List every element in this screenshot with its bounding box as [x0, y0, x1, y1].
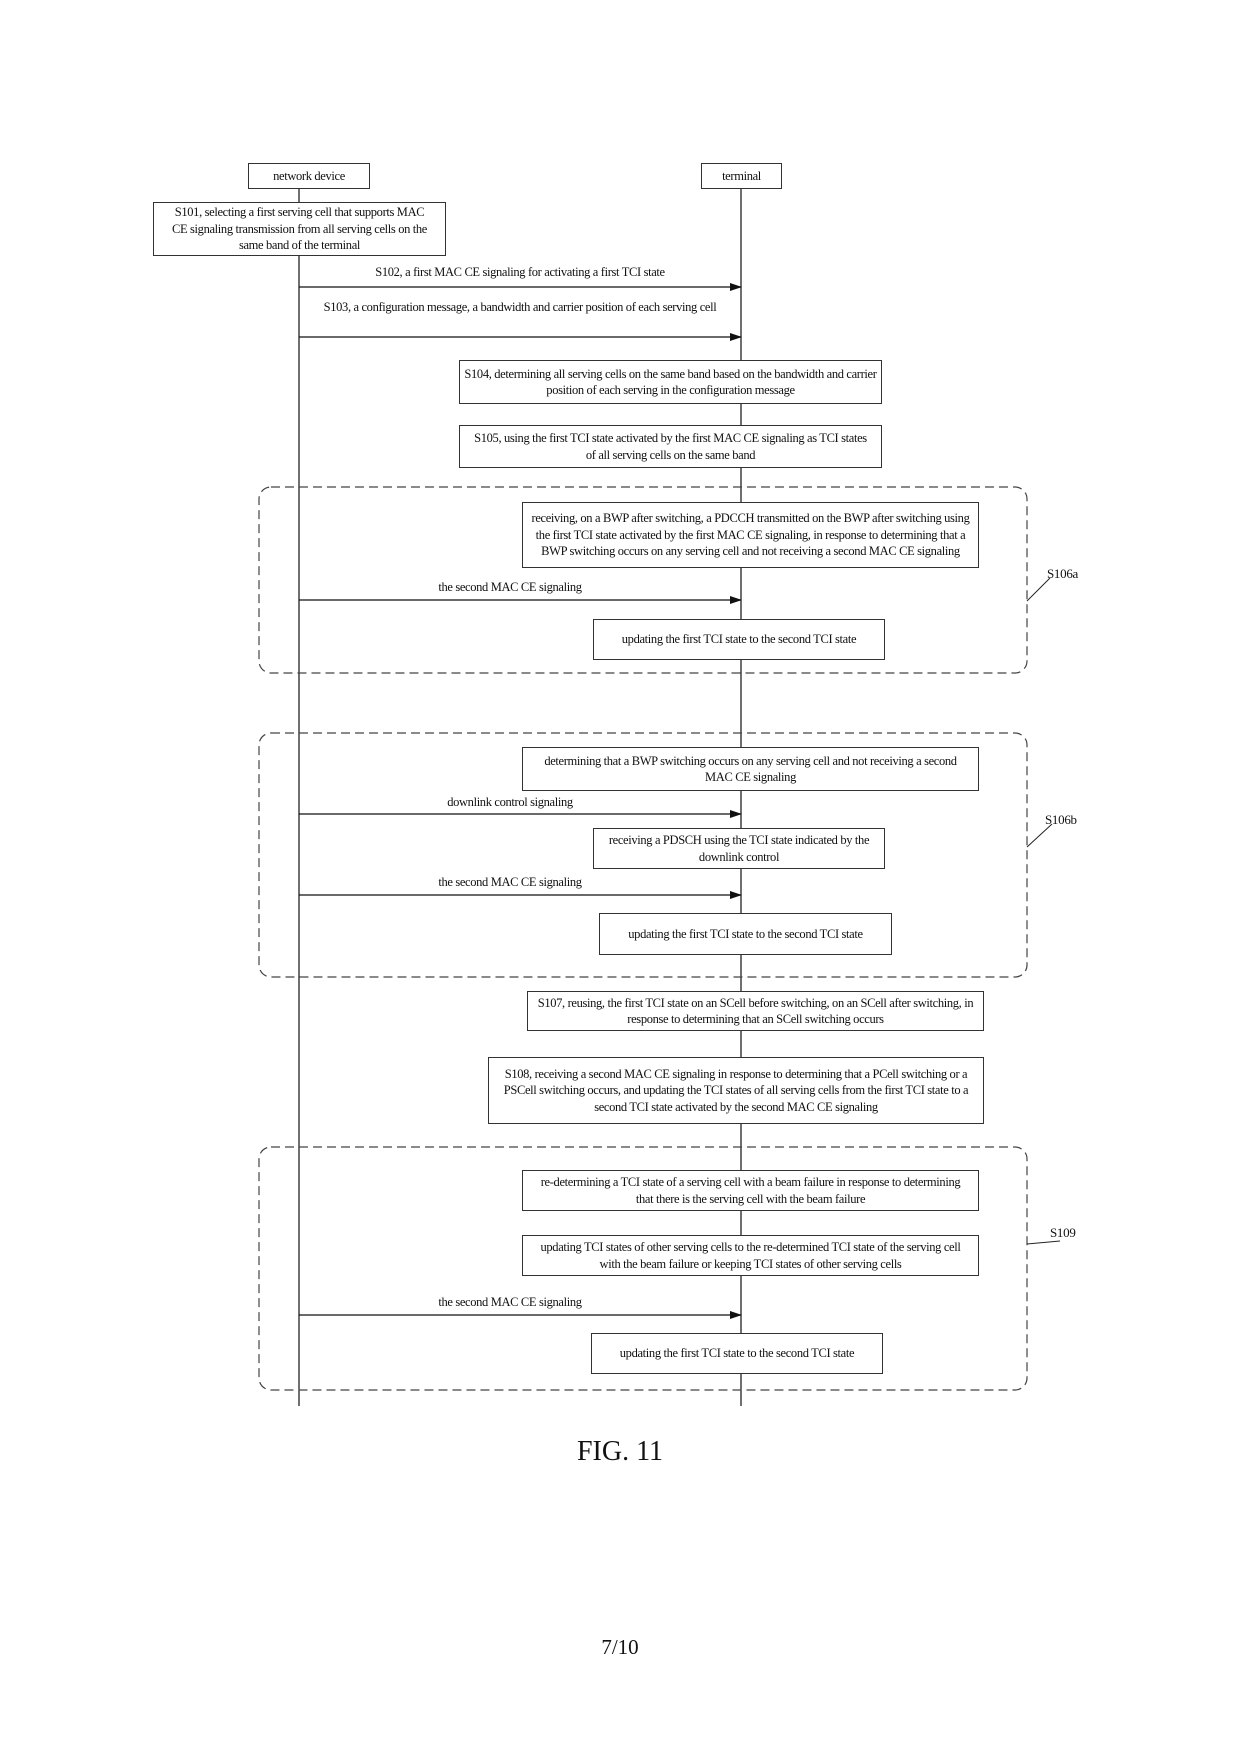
step-s108-text: S108, receiving a second MAC CE signalin… — [503, 1066, 969, 1114]
step-s105-text: S105, using the first TCI state activate… — [474, 431, 867, 462]
participant-label: terminal — [722, 168, 761, 183]
s106a-update-box: updating the first TCI state to the seco… — [593, 619, 885, 660]
group-frame-s109 — [258, 1146, 1028, 1391]
s106b-receive-pdsch-box: receiving a PDSCH using the TCI state in… — [593, 828, 885, 869]
participant-label: network device — [273, 168, 345, 183]
page-number: 7/10 — [601, 1635, 639, 1659]
figure-caption: FIG. 11 — [576, 1436, 664, 1467]
s109-redetermine-box: re-determining a TCI state of a serving … — [522, 1170, 979, 1211]
s106a-message-label: the second MAC CE signaling — [438, 580, 582, 594]
group-frame-s106a — [258, 486, 1028, 674]
s106b-update-text: updating the first TCI state to the seco… — [628, 926, 863, 941]
s106b-message-label: the second MAC CE signaling — [438, 875, 582, 889]
s106b-update-box: updating the first TCI state to the seco… — [599, 913, 892, 955]
s106b-determine-box: determining that a BWP switching occurs … — [522, 747, 979, 791]
s106a-receive-pdcch-box: receiving, on a BWP after switching, a P… — [522, 502, 979, 568]
s106a-update-text: updating the first TCI state to the seco… — [621, 632, 857, 647]
s109-update-others-box: updating TCI states of other serving cel… — [522, 1235, 979, 1276]
s109-message-label: the second MAC CE signaling — [438, 1295, 582, 1309]
step-s104-text: S104, determining all serving cells on t… — [464, 366, 877, 398]
s106b-receive-pdsch-text: receiving a PDSCH using the TCI state in… — [608, 833, 870, 864]
step-s104-box: S104, determining all serving cells on t… — [459, 360, 882, 404]
step-s105-box: S105, using the first TCI state activate… — [459, 425, 882, 468]
leader-s109 — [1026, 1240, 1061, 1245]
step-s107-text: S107, reusing, the first TCI state on an… — [537, 995, 974, 1027]
s109-update-others-text: updating TCI states of other serving cel… — [540, 1240, 961, 1271]
s106a-ref-label: S106a — [1047, 566, 1079, 581]
step-s107-box: S107, reusing, the first TCI state on an… — [527, 991, 984, 1031]
s109-update-text: updating the first TCI state to the seco… — [619, 1346, 855, 1361]
step-s108-box: S108, receiving a second MAC CE signalin… — [488, 1057, 984, 1124]
participant-terminal: terminal — [701, 163, 782, 189]
step-s101-box: S101, selecting a first serving cell tha… — [153, 202, 446, 256]
group-frame-s106b — [258, 732, 1028, 978]
s106b-dci-label: downlink control signaling — [447, 795, 573, 809]
participant-network-device: network device — [248, 163, 370, 189]
s109-update-box: updating the first TCI state to the seco… — [591, 1333, 883, 1374]
message-label-s102: S102, a first MAC CE signaling for activ… — [375, 265, 665, 279]
step-s101-text: S101, selecting a first serving cell tha… — [171, 205, 428, 253]
s106b-determine-text: determining that a BWP switching occurs … — [544, 753, 957, 785]
s106b-ref-label: S106b — [1045, 812, 1077, 827]
leader-s106a — [1026, 577, 1051, 602]
s106a-receive-pdcch-text: receiving, on a BWP after switching, a P… — [531, 511, 970, 559]
message-label-s103: S103, a configuration message, a bandwid… — [320, 299, 720, 316]
leader-s106b — [1026, 823, 1053, 848]
s109-ref-label: S109 — [1050, 1225, 1076, 1240]
s109-redetermine-text: re-determining a TCI state of a serving … — [540, 1175, 961, 1206]
message-label-s103-text: S103, a configuration message, a bandwid… — [323, 300, 717, 314]
